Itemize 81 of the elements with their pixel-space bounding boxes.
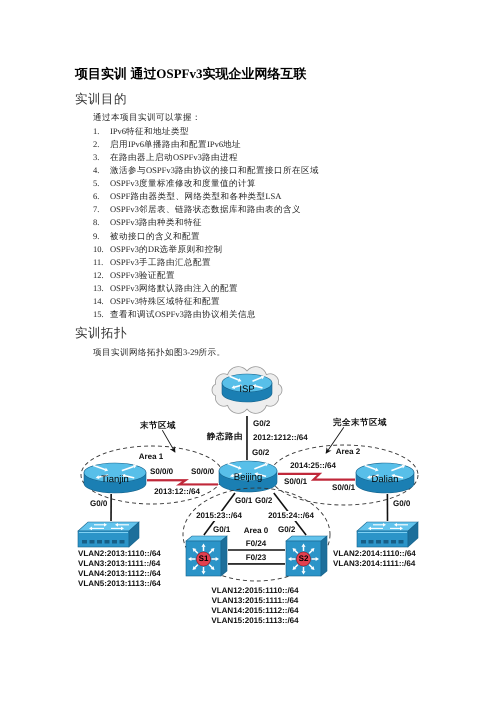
link-line: [110, 494, 112, 521]
list-item: OSPFv3网络默认路由注入的配置: [110, 282, 238, 294]
serial-link: [147, 479, 218, 486]
edge-label: F0/24: [244, 539, 268, 549]
list-number: 8.: [93, 217, 100, 228]
callout-text: 末节区域: [140, 420, 176, 430]
list-number: 14.: [93, 296, 104, 306]
list-number: 9.: [93, 230, 100, 241]
vlan-label: VLAN13:2015:1111::/64: [212, 596, 298, 606]
vlan-label: VLAN14:2015:1112::/64: [211, 606, 299, 616]
list-item: 启用IPv6单播路由和配置IPv6地址: [110, 138, 242, 150]
area-label: Area 0: [244, 526, 268, 536]
list-item: OSPFv3特殊区域特征和配置: [110, 296, 220, 306]
callout-text: 完全末节区域: [333, 417, 387, 428]
list-number: 5.: [93, 178, 100, 188]
interface-label: G0/0: [393, 499, 410, 509]
paragraph: 项目实训网络拓扑如图3-29所示。: [93, 346, 226, 358]
interface-label: S0/0/0: [150, 467, 174, 477]
list-number: 10.: [93, 244, 104, 254]
list-number: 11.: [93, 256, 104, 267]
edge-label: F0/23: [244, 553, 268, 563]
annotation-text: 静态路由: [207, 430, 243, 442]
link-line: [228, 563, 285, 565]
vlan-label: VLAN4:2013:1112::/64: [78, 569, 161, 579]
edge-label: 2015:23::/64: [195, 511, 243, 521]
paragraph: 通过本项目实训可以掌握：: [93, 112, 201, 122]
list-item: OSPFv3路由种类和特征: [110, 217, 202, 228]
edge-label: 2014:25::/64: [289, 461, 337, 471]
interface-label: S0/0/1: [284, 477, 308, 487]
list-item: OSPFv3邻居表、链路状态数据库和路由表的含义: [110, 204, 301, 215]
list-number: 12.: [93, 270, 104, 280]
link-line: [386, 494, 388, 521]
interface-label: G0/2: [278, 525, 296, 535]
vlan-label: VLAN15:2015:1113::/64: [211, 616, 299, 626]
edge-label: 2015:24::/64: [267, 511, 315, 521]
list-item: 激活参与OSPFv3路由协议的接口和配置接口所在区域: [110, 165, 319, 176]
vlan-label: VLAN3:2013:1111::/64: [78, 559, 160, 569]
edge-label: 2012:1212::/64: [252, 433, 309, 443]
list-item: 被动接口的含义和配置: [110, 230, 200, 241]
vlan-label: VLAN2:2013:1110::/64: [78, 549, 161, 559]
list-number: 2.: [93, 138, 100, 150]
vlan-label: VLAN2:2014:1110::/64: [333, 549, 416, 559]
leader-arrow: [162, 430, 176, 453]
interface-label: G0/2: [253, 419, 270, 429]
interface-label: G0/2: [255, 496, 272, 506]
serial-link: [278, 472, 355, 481]
vlan-label: VLAN3:2014:1111::/64: [333, 559, 416, 569]
title: 项目实训 通过OSPFv3实现企业网络互联: [75, 66, 306, 82]
list-item: OSPFv3的DR选举原则和控制: [110, 244, 223, 254]
list-item: 在路由器上启动OSPFv3路由进程: [110, 152, 238, 162]
link-line: [228, 549, 285, 551]
list-number: 7.: [93, 204, 100, 215]
link-line: [246, 416, 248, 460]
heading: 实训目的: [75, 92, 127, 106]
interface-label: S0/0/1: [332, 483, 356, 493]
list-item: OSPFv3验证配置: [110, 270, 175, 280]
edge-label: 2013:12::/64: [153, 487, 201, 497]
leader-arrow: [326, 426, 344, 454]
list-number: 3.: [93, 152, 100, 162]
list-number: 15.: [93, 309, 104, 320]
heading: 实训拓扑: [75, 326, 127, 340]
interface-label: G0/1: [235, 496, 252, 506]
interface-label: S0/0/0: [191, 467, 214, 477]
interface-label: G0/1: [213, 525, 230, 535]
list-item: OSPFv3手工路由汇总配置: [110, 256, 211, 267]
list-item: OSPFv3度量标准修改和度量值的计算: [110, 178, 256, 188]
area-label: Area 1: [138, 452, 164, 462]
list-item: OSPF路由器类型、网络类型和各种类型LSA: [110, 191, 282, 202]
list-number: 6.: [93, 191, 100, 202]
interface-label: G0/2: [252, 448, 270, 458]
area-label: Area 2: [336, 447, 360, 457]
list-item: 查看和调试OSPFv3路由协议相关信息: [110, 309, 256, 320]
list-number: 13.: [93, 282, 104, 294]
switch-icon: [356, 521, 419, 548]
vlan-label: VLAN5:2013:1113::/64: [78, 579, 161, 589]
interface-label: G0/0: [90, 499, 108, 509]
vlan-label: VLAN12:2015:1110::/64: [211, 586, 299, 596]
switch-icon: [77, 521, 140, 548]
list-number: 4.: [93, 165, 100, 176]
list-number: 1.: [93, 126, 100, 136]
list-item: IPv6特征和地址类型: [110, 126, 190, 136]
